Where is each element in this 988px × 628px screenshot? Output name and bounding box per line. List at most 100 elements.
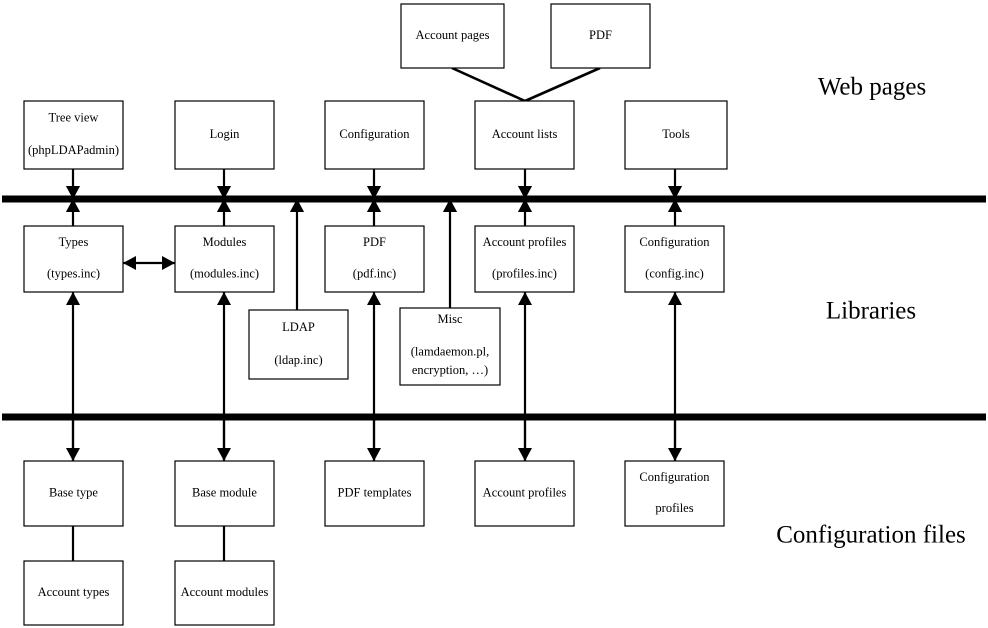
arrowhead-types-up-to-bar [66, 199, 80, 212]
node-label-types-line2: (types.inc) [47, 267, 100, 281]
node-box-account-modules [174, 560, 275, 626]
node-box-account-types [23, 560, 124, 626]
node-box-base-type [23, 460, 124, 527]
node-label-base-type-line1: Base type [49, 485, 98, 499]
node-modules[interactable]: Modules (modules.inc) [174, 225, 275, 293]
node-label-modules-line1: Modules [203, 235, 247, 249]
node-label-misc-line2: (lamdaemon.pl, [411, 345, 489, 359]
node-label-account-types-line1: Account types [38, 585, 110, 599]
arrowhead-account-profiles-lib-up-to-bar [518, 199, 532, 212]
node-label-account-profiles-file-line1: Account profiles [483, 485, 567, 499]
section-label-web-pages: Web pages [818, 74, 926, 101]
arrowhead-tools-down-to-bar [668, 186, 682, 199]
connector-bar-down-to-base-module [217, 417, 231, 461]
connector-bar-down-to-base-type [66, 417, 80, 461]
node-label-account-profiles-lib-line2: (profiles.inc) [492, 267, 557, 281]
node-label-configuration-lib-line1: Configuration [639, 235, 710, 249]
node-label-account-modules-line1: Account modules [181, 585, 269, 599]
node-account-profiles-file[interactable]: Account profiles [474, 460, 575, 527]
node-label-pdf-lib-line1: PDF [363, 235, 386, 249]
node-label-tools-line1: Tools [662, 127, 690, 141]
node-label-configuration-profiles-line2: profiles [655, 501, 693, 515]
node-label-ldap-line1: LDAP [282, 320, 315, 334]
node-pdf-top[interactable]: PDF [550, 3, 651, 69]
node-box-modules [174, 225, 275, 293]
node-label-account-lists-line1: Account lists [492, 127, 558, 141]
node-label-types-line1: Types [59, 235, 89, 249]
node-ldap[interactable]: LDAP (ldap.inc) [248, 309, 349, 380]
section-label-libraries: Libraries [826, 298, 916, 325]
node-box-base-module [174, 460, 275, 527]
node-box-account-profiles-lib [474, 225, 575, 293]
node-box-tree-view [23, 100, 124, 170]
node-pdf-templates[interactable]: PDF templates [324, 460, 425, 527]
connector-pdf-top-to-account-lists [524, 66, 601, 103]
connector-account-pages-to-account-lists [451, 66, 526, 103]
node-label-pdf-templates-line1: PDF templates [338, 485, 412, 499]
connector-misc-up-to-bar [443, 199, 457, 308]
node-configuration-profiles[interactable]: Configuration profiles [624, 460, 725, 527]
node-configuration-lib[interactable]: Configuration (config.inc) [624, 225, 725, 293]
connector-types-modules-exchange [123, 256, 175, 270]
node-login[interactable]: Login [174, 100, 275, 170]
node-box-account-lists [474, 100, 575, 170]
node-label-ldap-line2: (ldap.inc) [274, 353, 322, 367]
node-pdf-lib[interactable]: PDF(pdf.inc) [324, 225, 425, 293]
arrowhead-modules-up-to-bar [217, 199, 231, 212]
node-box-pdf-top [550, 3, 651, 69]
node-label-account-profiles-lib-line1: Account profiles [483, 235, 567, 249]
node-base-type[interactable]: Base type [23, 460, 124, 527]
layer-separator-bars [2, 186, 986, 421]
node-label-configuration-lib-line2: (config.inc) [645, 267, 704, 281]
arrowhead-misc-up-to-bar [443, 199, 457, 212]
arrowhead-configuration-page-down-to-bar [367, 186, 381, 199]
arrowhead-configuration-lib-up-to-bar [668, 199, 682, 212]
connector-bar-down-to-pdf-templates [367, 417, 381, 461]
node-label-account-pages-line1: Account pages [416, 28, 490, 42]
node-box-pdf-templates [324, 460, 425, 527]
node-account-types[interactable]: Account types [23, 560, 124, 626]
node-account-profiles-lib[interactable]: Account profiles (profiles.inc) [474, 225, 575, 293]
node-label-pdf-top-line1: PDF [589, 28, 612, 42]
node-account-modules[interactable]: Account modules [174, 560, 275, 626]
node-box-account-pages [400, 3, 505, 69]
node-box-tools [624, 100, 728, 170]
arrowhead-pdf-lib-up-to-bar [367, 199, 381, 212]
node-box-ldap [248, 309, 349, 380]
node-label-configuration-page-line1: Configuration [339, 127, 410, 141]
node-box-configuration-profiles [624, 460, 725, 527]
node-types[interactable]: Types (types.inc) [23, 225, 124, 293]
node-tools[interactable]: Tools [624, 100, 728, 170]
arrowhead-login-down-to-bar [217, 186, 231, 199]
node-box-pdf-lib [324, 225, 425, 293]
connector-ldap-up-to-bar [290, 199, 304, 310]
node-account-pages[interactable]: Account pages [400, 3, 505, 69]
arrowhead-tree-view-down-to-bar [66, 186, 80, 199]
node-label-login-line1: Login [210, 127, 241, 141]
node-box-configuration-page [324, 100, 425, 170]
node-label-tree-view-line1: Tree view [49, 111, 99, 125]
arrowhead-account-lists-down-to-bar [518, 186, 532, 199]
node-box-account-profiles-file [474, 460, 575, 527]
node-tree-view[interactable]: Tree view (phpLDAPadmin) [23, 100, 124, 170]
arrowhead-ldap-up-to-bar [290, 199, 304, 212]
node-configuration-page[interactable]: Configuration [324, 100, 425, 170]
section-label-configuration-files: Configuration files [776, 522, 966, 549]
node-account-lists[interactable]: Account lists [474, 100, 575, 170]
connector-bar-down-to-account-profiles-file [518, 417, 532, 461]
node-label-misc-line3: encryption, …) [412, 363, 488, 377]
node-label-base-module-line1: Base module [192, 485, 257, 499]
node-base-module[interactable]: Base module [174, 460, 275, 527]
connector-bar-down-to-configuration-profiles [668, 417, 682, 461]
node-label-configuration-profiles-line1: Configuration [639, 470, 710, 484]
node-box-types [23, 225, 124, 293]
node-label-misc-line1: Misc [438, 312, 463, 326]
node-box-misc [399, 307, 501, 386]
node-misc[interactable]: Misc (lamdaemon.pl, encryption, …) [399, 307, 501, 386]
node-label-tree-view-line2: (phpLDAPadmin) [28, 143, 119, 157]
node-label-modules-line2: (modules.inc) [190, 267, 259, 281]
